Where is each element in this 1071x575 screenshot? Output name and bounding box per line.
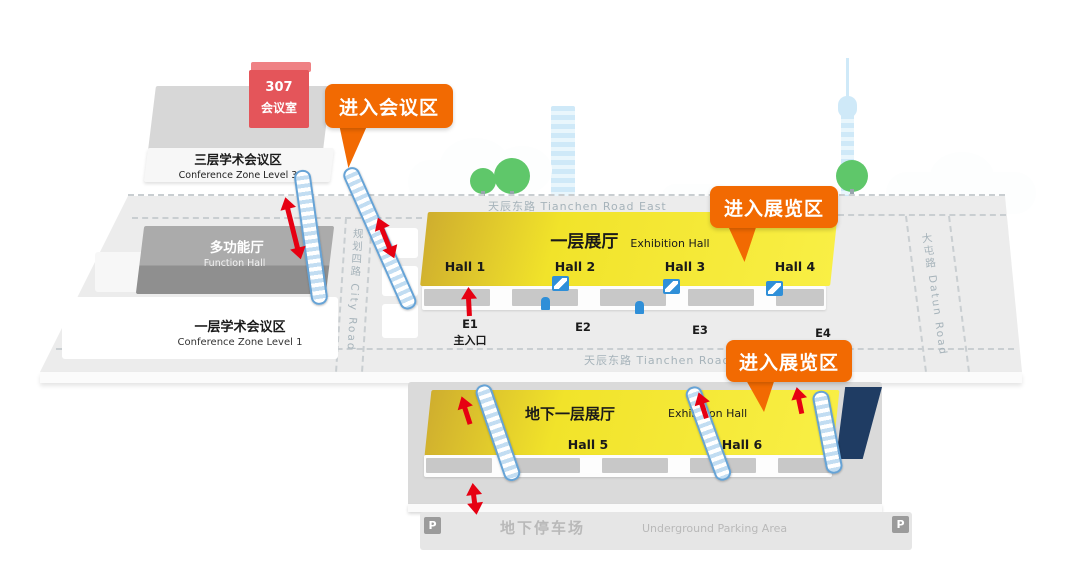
conference-level1-area xyxy=(62,297,338,359)
entrance-e4: E4 xyxy=(815,326,831,340)
exhibition-hall-l1-title-en: Exhibition Hall xyxy=(630,237,710,250)
hall-front-block xyxy=(600,289,666,306)
conference-level3-label: 三层学术会议区 Conference Zone Level 3 xyxy=(178,152,298,181)
exhibition-hall-l1-halls: Hall 1 Hall 2 Hall 3 Hall 4 xyxy=(430,259,830,274)
entrance-e2: E2 xyxy=(575,320,591,334)
parking-icon: P xyxy=(892,516,909,533)
parking-label-zh: 地下停车场 xyxy=(500,519,586,537)
hall-4-label: Hall 4 xyxy=(774,259,816,274)
exhibition-hall-b1-title-zh: 地下一层展厅 xyxy=(524,405,615,423)
escalator-icon xyxy=(766,281,783,296)
person-icon xyxy=(541,297,550,310)
exhibition-hall-l1-front xyxy=(422,286,826,310)
escalator-icon xyxy=(552,276,569,291)
exhibition-hall-l1-title: 一层展厅 Exhibition Hall xyxy=(430,227,830,252)
road-dash xyxy=(128,194,1005,196)
callout-enter-exhibition-l1: 进入展览区 xyxy=(710,186,838,228)
cloud-icon xyxy=(930,152,994,202)
hall-1-label: Hall 1 xyxy=(444,259,486,274)
callout-enter-conference: 进入会议区 xyxy=(325,84,453,128)
function-hall-label-en: Function Hall xyxy=(203,258,266,269)
entrance-e3: E3 xyxy=(692,323,708,337)
callout-tail xyxy=(339,126,367,168)
hall-2-label: Hall 2 xyxy=(554,259,596,274)
skyline-tower-icon xyxy=(551,106,575,200)
hall-3-label: Hall 3 xyxy=(664,259,706,274)
road-dash xyxy=(132,217,422,219)
exhibition-hall-b1-front xyxy=(424,455,832,477)
parking-icon: P xyxy=(424,517,441,534)
road-dash xyxy=(838,214,1006,216)
underground-plane-edge xyxy=(408,504,882,512)
ground-plane-edge xyxy=(40,372,1022,383)
direction-arrow xyxy=(471,493,478,505)
road-label-tianchen-bottom: 天辰东路 Tianchen Road East xyxy=(584,354,763,367)
tree-icon xyxy=(494,158,530,200)
hall-front-block xyxy=(778,458,830,473)
walkway-patch xyxy=(382,304,418,338)
room-307: 307 会议室 xyxy=(249,70,309,128)
callout-enter-exhibition-b1: 进入展览区 xyxy=(726,340,852,382)
hall-front-block xyxy=(688,289,754,306)
room-307-number: 307 xyxy=(265,80,293,95)
hall-front-block xyxy=(776,289,824,306)
person-icon xyxy=(635,301,644,314)
hall-front-block xyxy=(426,458,492,473)
hall-front-block xyxy=(602,458,668,473)
conference-level1-label: 一层学术会议区 Conference Zone Level 1 xyxy=(177,320,303,348)
skyline-spire-pod-icon xyxy=(838,96,857,118)
room-307-top-face xyxy=(251,62,311,72)
direction-arrow xyxy=(466,297,472,317)
room-307-label: 会议室 xyxy=(260,101,297,115)
road-label-tianchen-top: 天辰东路 Tianchen Road East xyxy=(488,200,667,213)
road-dash xyxy=(56,348,1014,350)
hall-6-label: Hall 6 xyxy=(721,437,763,452)
hall-5-label: Hall 5 xyxy=(567,437,609,452)
exhibition-hall-l1-title-zh: 一层展厅 xyxy=(550,232,619,252)
parking-label-en: Underground Parking Area xyxy=(642,522,788,535)
entrance-e1: E1 主入口 xyxy=(453,317,487,347)
hall-front-block xyxy=(424,289,490,306)
parking-plane xyxy=(420,512,912,550)
escalator-icon xyxy=(663,279,680,294)
tree-icon xyxy=(836,160,868,198)
hall-front-block xyxy=(514,458,580,473)
skyline-spire-antenna-icon xyxy=(846,58,849,106)
